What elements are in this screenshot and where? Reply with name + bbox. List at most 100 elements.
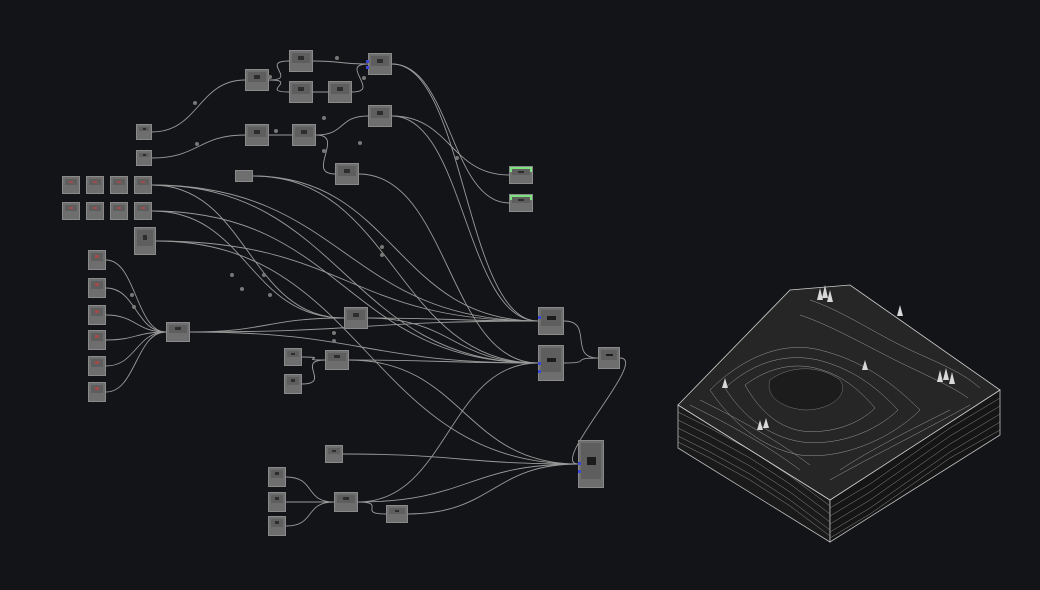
graph-node-c2[interactable] xyxy=(88,278,106,298)
graph-node-r1[interactable] xyxy=(62,176,80,194)
wire-value-label xyxy=(262,272,268,277)
wire-dot-icon xyxy=(193,101,197,105)
graph-node-n_b3[interactable] xyxy=(386,505,408,523)
node-caption xyxy=(326,454,342,462)
wire-value-label xyxy=(380,244,386,249)
graph-node-b2[interactable] xyxy=(268,492,286,512)
input-port[interactable] xyxy=(366,66,369,69)
input-port[interactable] xyxy=(366,60,369,63)
node-caption xyxy=(89,316,105,324)
graph-node-r7[interactable] xyxy=(110,202,128,220)
input-port[interactable] xyxy=(578,470,581,473)
wire-n_a1-n_a3 xyxy=(151,79,246,133)
node-thumbnail xyxy=(271,470,283,478)
node-caption xyxy=(246,82,268,90)
graph-node-r5[interactable] xyxy=(62,202,80,220)
graph-node-m2[interactable] xyxy=(284,374,302,394)
wire-c1-n_sum xyxy=(105,259,167,333)
node-caption xyxy=(246,137,268,145)
input-port[interactable] xyxy=(578,462,581,465)
graph-node-m1[interactable] xyxy=(284,348,302,366)
wire-n_src1-n_out1 xyxy=(252,175,539,322)
graph-node-n_a9[interactable] xyxy=(292,124,316,146)
graph-node-n_src1[interactable] xyxy=(235,170,253,182)
node-thumbnail xyxy=(65,205,77,211)
graph-node-n_b2[interactable] xyxy=(334,492,358,512)
graph-node-n_out3[interactable] xyxy=(598,347,620,369)
node-thumbnail xyxy=(91,333,103,341)
wire-value-label xyxy=(268,74,274,79)
wire-n_b2-n_tiny xyxy=(357,463,579,503)
wire-n_b3-n_tiny xyxy=(407,463,579,515)
graph-node-c5[interactable] xyxy=(88,356,106,376)
node-thumbnail xyxy=(91,359,103,367)
wire-r4-n_out1 xyxy=(151,184,539,322)
node-caption xyxy=(269,478,285,486)
graph-node-r3[interactable] xyxy=(110,176,128,194)
graph-node-c3[interactable] xyxy=(88,305,106,325)
graph-node-r2[interactable] xyxy=(86,176,104,194)
wire-n_a9-n_mix xyxy=(315,134,336,175)
wire-value-label xyxy=(322,115,328,120)
graph-node-n_a3[interactable] xyxy=(245,69,269,91)
node-thumbnail xyxy=(347,310,365,320)
graph-node-n_a4[interactable] xyxy=(289,50,313,72)
graph-node-n_g1[interactable] xyxy=(509,166,533,184)
graph-node-n_src2[interactable] xyxy=(134,227,156,255)
graph-node-n_a7[interactable] xyxy=(368,53,392,75)
wire-value-label xyxy=(274,128,280,133)
wire-dot-icon xyxy=(230,273,234,277)
graph-node-n_a1[interactable] xyxy=(136,124,152,140)
node-thumbnail xyxy=(287,377,299,385)
graph-node-n_g2[interactable] xyxy=(509,194,533,212)
graph-node-n_tiny[interactable] xyxy=(578,440,604,488)
graph-node-n_out1[interactable] xyxy=(538,307,564,335)
wire-n_a10-n_g1 xyxy=(391,115,510,176)
graph-node-n_sum[interactable] xyxy=(166,322,190,342)
wire-dot-icon xyxy=(195,142,199,146)
terrain-block xyxy=(677,284,1001,543)
graph-node-r8[interactable] xyxy=(134,202,152,220)
node-thumbnail xyxy=(512,197,530,203)
wire-dot-icon xyxy=(130,293,134,297)
node-thumbnail xyxy=(91,308,103,316)
wire-value-label xyxy=(195,141,201,146)
input-port[interactable] xyxy=(538,370,541,373)
graph-node-n_mid[interactable] xyxy=(344,307,368,329)
wire-n_sum-n_out2 xyxy=(189,331,539,364)
node-caption xyxy=(135,185,151,193)
graph-node-n_a5[interactable] xyxy=(289,81,313,103)
graph-node-b3[interactable] xyxy=(268,516,286,536)
graph-node-n_out2[interactable] xyxy=(538,345,564,381)
graph-node-n_b1[interactable] xyxy=(325,445,343,463)
node-graph-canvas[interactable] xyxy=(0,0,640,590)
graph-node-n_a8[interactable] xyxy=(245,124,269,146)
tree-clusters xyxy=(722,285,955,430)
wire-n_b2-n_out2 xyxy=(357,362,539,503)
wire-n_a7-n_g2 xyxy=(391,63,510,204)
graph-node-n_m3[interactable] xyxy=(325,350,349,370)
input-port[interactable] xyxy=(538,362,541,365)
graph-node-c6[interactable] xyxy=(88,382,106,402)
input-port[interactable] xyxy=(538,316,541,319)
node-thumbnail xyxy=(541,348,561,372)
node-caption xyxy=(111,185,127,193)
terrain-preview-viewport[interactable] xyxy=(670,270,1010,550)
graph-node-c4[interactable] xyxy=(88,330,106,350)
graph-node-b1[interactable] xyxy=(268,467,286,487)
wire-dot-icon xyxy=(268,75,272,79)
graph-node-c1[interactable] xyxy=(88,250,106,270)
wire-n_m3-n_out2 xyxy=(348,359,539,364)
wire-r8-n_mid xyxy=(151,210,345,319)
graph-node-r4[interactable] xyxy=(134,176,152,194)
graph-node-r6[interactable] xyxy=(86,202,104,220)
graph-node-n_a10[interactable] xyxy=(368,105,392,127)
graph-node-n_mix[interactable] xyxy=(335,163,359,185)
node-thumbnail xyxy=(113,205,125,211)
graph-node-n_a2[interactable] xyxy=(136,150,152,166)
wire-c3-n_sum xyxy=(105,314,167,333)
node-thumbnail xyxy=(389,508,405,514)
graph-node-n_a6[interactable] xyxy=(328,81,352,103)
node-thumbnail xyxy=(512,169,530,175)
node-thumbnail xyxy=(139,153,149,157)
